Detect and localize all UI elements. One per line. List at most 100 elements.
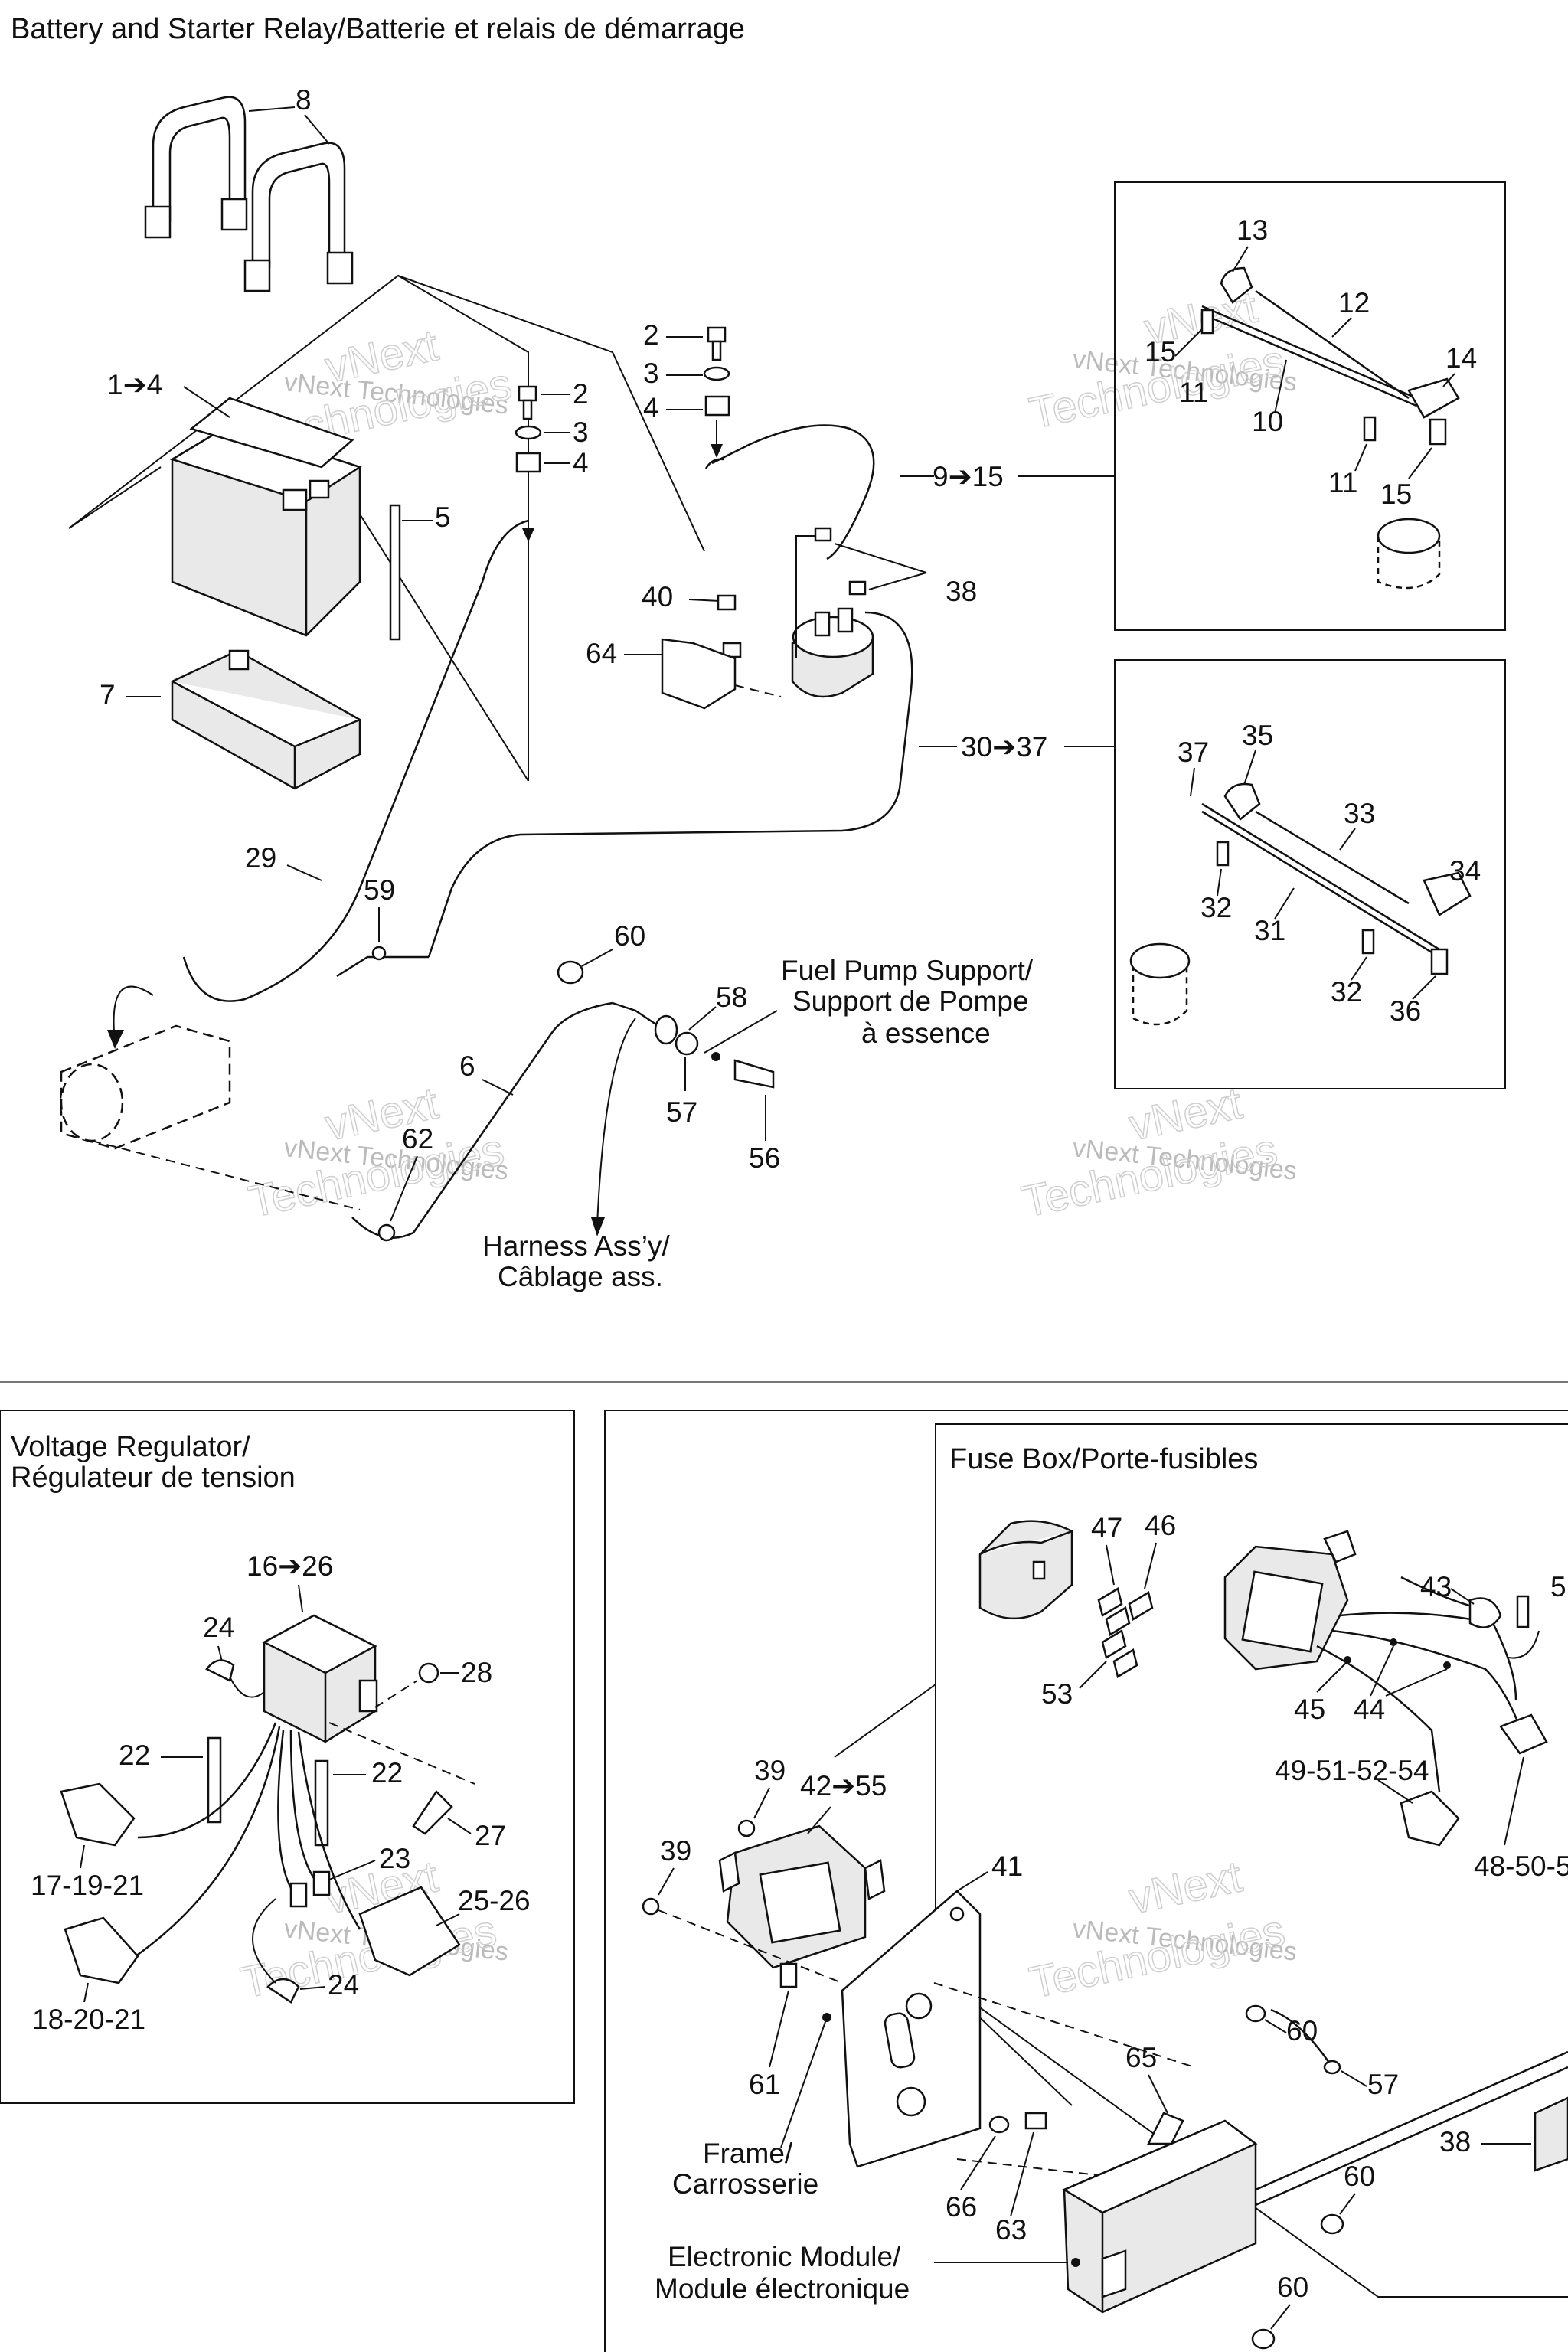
callout-8: 8 [296,84,312,116]
connector-25-26 [358,1886,461,1977]
clip-24b [266,1978,300,2004]
connector-18-20-21 [64,1916,139,1984]
leader-17-19-21 [80,1844,85,1869]
fusebox-inner-frame [935,1423,1568,2105]
mounting-plate-41 [841,1890,982,2168]
callout-59: 59 [364,874,395,906]
leader-63 [1010,2132,1034,2217]
fuel-pump-dot [711,1052,720,1061]
callout-27: 27 [475,1820,506,1851]
stud-arrow [1508,1630,1540,1659]
callout-43: 43 [1420,1571,1452,1602]
leader-49-51-52-54 [1377,1779,1413,1804]
fuel-pump-note-2: Support de Pompe [792,985,1029,1017]
bracket-guide [734,684,782,697]
leader-58 [688,1006,717,1031]
callout-60a: 60 [614,920,645,952]
frame-leader [780,2017,828,2148]
callout-61: 61 [749,2069,780,2100]
leader-65 [1148,2074,1168,2114]
fuse-block [1223,1530,1357,1671]
arrow-b [710,444,723,458]
callout-57a: 57 [666,1096,697,1128]
leader-24b [299,1986,326,1990]
callout-66: 66 [946,2191,977,2223]
nut-38b [848,580,867,596]
bolt-group-frame [397,275,705,552]
starter-cable-detail [1129,782,1472,1026]
callout-38a: 38 [946,576,977,607]
guide-28 [374,1680,418,1708]
watermark-vnext: vNext [1125,1851,1246,1923]
leader-38b [868,572,927,590]
detail-box-starter-cable [1114,659,1506,1089]
relay-bolt-40 [717,594,737,611]
leader-47 [1106,1544,1115,1586]
washer-57 [675,1031,699,1056]
callout-58: 58 [716,982,747,1013]
relay-bracket [661,638,737,710]
leader-53 [1079,1661,1107,1689]
callout-47: 47 [1091,1512,1122,1544]
harness-note-2: Câblage ass. [498,1261,663,1292]
washer-28 [418,1662,439,1684]
voltage-regulator [262,1614,378,1743]
callout-32a: 32 [1200,892,1232,923]
callout-63: 63 [995,2214,1027,2246]
leader-36 [1412,975,1436,1000]
callout-28: 28 [461,1657,492,1688]
regulator-title-line2: Régulateur de tension [11,1462,296,1494]
callout-53: 53 [1041,1678,1073,1710]
leader-61 [769,1990,789,2068]
clip-arrow [229,1676,265,1698]
callout-65: 65 [1125,2042,1157,2073]
leader-35 [1243,750,1256,786]
callout-36: 36 [1390,995,1421,1027]
fusebox-title: Fuse Box/Porte-fusibles [949,1443,1258,1475]
leader-60b [1264,2019,1287,2034]
frame-note-1: Frame/ [703,2138,793,2169]
leader-57b [1341,2070,1367,2087]
callout-4b: 4 [573,447,589,479]
callout-39b: 39 [660,1835,691,1867]
connector-49-51-52-54 [1400,1790,1460,1847]
spacer-22b [314,1759,329,1847]
positive-cable [711,424,875,560]
nut-60b [1245,2004,1266,2023]
fusebox-lower-frame [935,1975,1568,2298]
leader-41 [956,1871,988,1892]
battery-straps [144,96,354,292]
callout-60b: 60 [1286,2015,1318,2047]
callout-30-37: 30➔37 [961,731,1047,763]
starter-arrowhead [107,1030,124,1049]
leader-32a [1217,868,1222,897]
callout-33: 33 [1344,798,1375,829]
watermark-4: vNext vNext Technologies Technologies [1017,1078,1298,1228]
leader-40 [688,599,720,602]
callout-10: 10 [1252,406,1283,437]
leader-66 [960,2135,996,2190]
nut-60c [1320,2213,1344,2235]
terminal-bolt-set-a [514,385,542,473]
frame-note-2: Carrosserie [672,2168,818,2200]
callout-24b: 24 [328,1969,359,2001]
nut-60a [557,960,584,985]
callout-57b: 57 [1367,2069,1399,2100]
callout-11b: 11 [1328,467,1357,498]
callout-2b: 2 [573,378,589,410]
callout-23: 23 [379,1843,410,1874]
starter-cable [427,611,913,958]
callout-16-26: 16➔26 [247,1550,333,1582]
module-cable-a [1255,2050,1568,2191]
bolt-39a [737,1819,756,1838]
harness-arrow [596,1018,636,1226]
callout-5x: 5 [1550,1571,1566,1602]
module-dot [1071,2258,1080,2267]
battery-section-title: Battery and Starter Relay/Batterie et re… [11,13,745,45]
bolt-56 [733,1059,775,1089]
callout-48-50-52: 48-50-52 [1474,1851,1568,1882]
clip-b-arrow [252,1898,276,1984]
guide-39b [658,1909,843,1984]
terminal-bolt-set-b [703,326,730,416]
ground-cable-6 [351,1001,613,1239]
